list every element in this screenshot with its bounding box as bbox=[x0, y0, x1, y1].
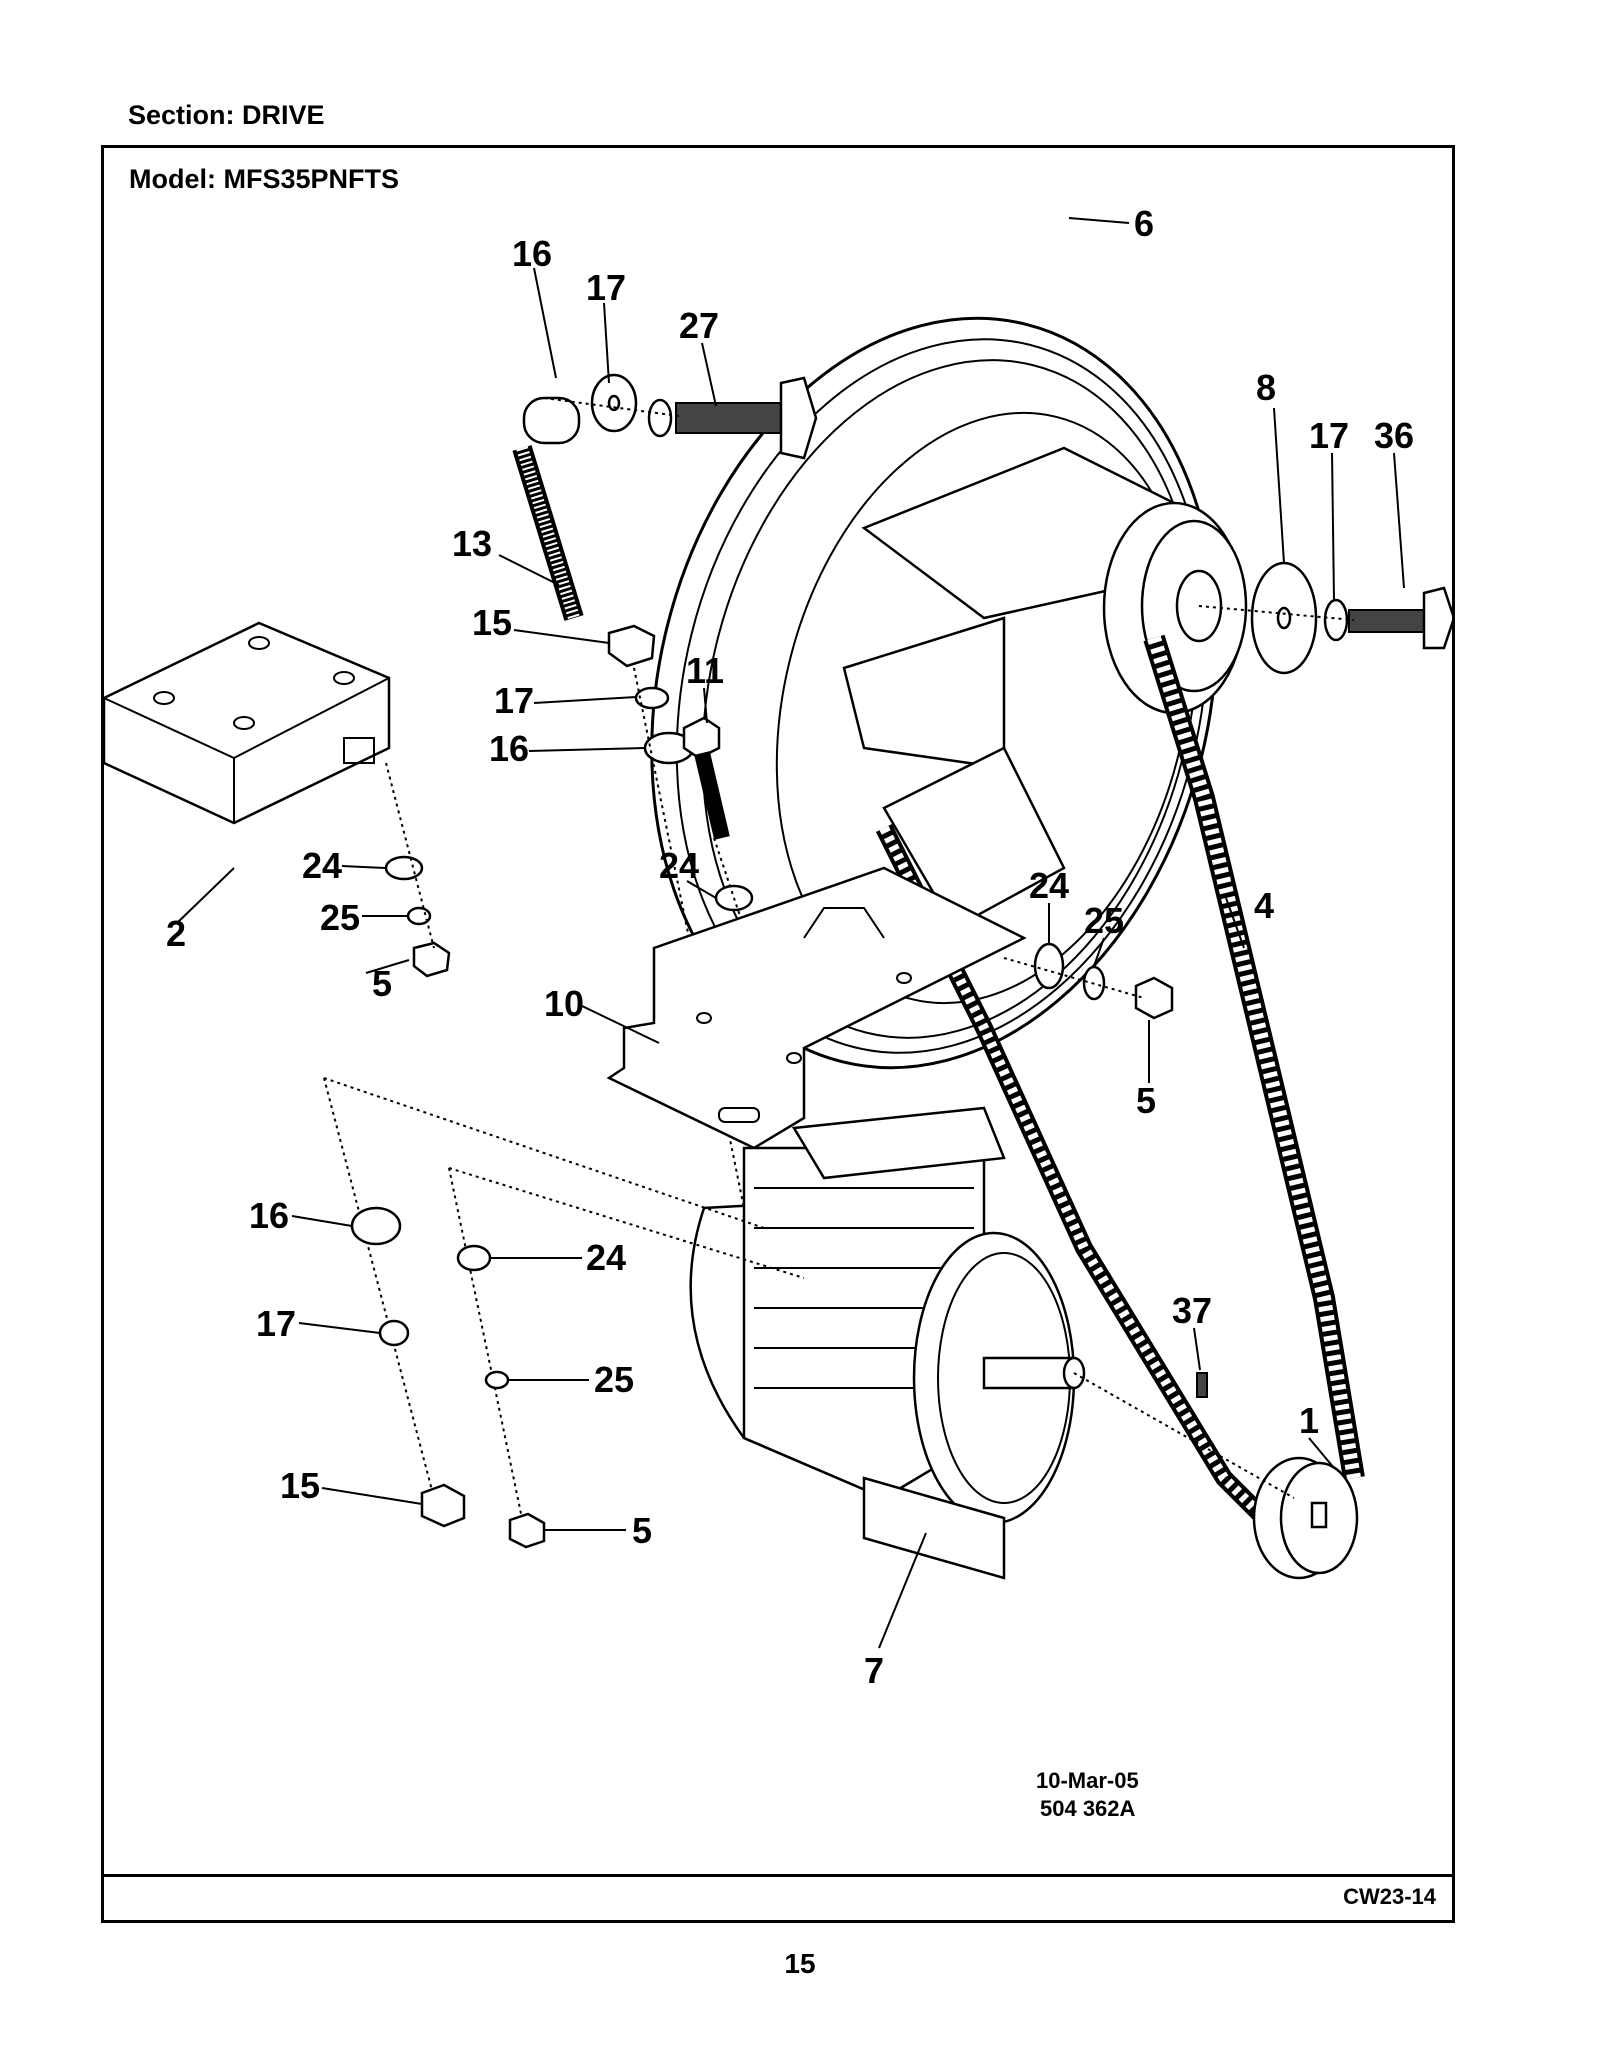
bolt-27 bbox=[675, 376, 818, 460]
small-pulley bbox=[1252, 1456, 1359, 1580]
lockwasher-17-right bbox=[1323, 598, 1349, 642]
callout-36: 36 bbox=[1374, 415, 1414, 456]
callout-25-low: 25 bbox=[594, 1359, 634, 1400]
bolt-11 bbox=[682, 716, 730, 840]
callout-17-right: 17 bbox=[1309, 415, 1349, 456]
nut-5-left bbox=[412, 941, 451, 978]
callout-13: 13 bbox=[452, 523, 492, 564]
callout-37: 37 bbox=[1172, 1290, 1212, 1331]
lockwasher-17-low bbox=[378, 1319, 410, 1347]
callout-5-right: 5 bbox=[1136, 1080, 1156, 1121]
exploded-drive-diagram: 6 16 17 27 8 17 36 13 15 11 17 16 24 2 2… bbox=[104, 203, 1452, 1821]
callout-8: 8 bbox=[1256, 367, 1276, 408]
section-title: Section: DRIVE bbox=[128, 100, 325, 130]
diagram-frame: Model: MFS35PNFTS bbox=[101, 145, 1455, 1923]
cover-2 bbox=[104, 621, 391, 825]
callout-25-left: 25 bbox=[320, 897, 360, 938]
callout-17-low: 17 bbox=[256, 1303, 296, 1344]
callout-10: 10 bbox=[544, 983, 584, 1024]
drawing-date: 10-Mar-05 bbox=[1036, 1768, 1139, 1793]
lockwasher-25-low bbox=[484, 1370, 510, 1390]
callout-5-low: 5 bbox=[632, 1510, 652, 1551]
bolt-36 bbox=[1348, 586, 1452, 650]
callout-24-right: 24 bbox=[1029, 865, 1069, 906]
callout-17-mid: 17 bbox=[494, 680, 534, 721]
washer-24-left bbox=[384, 855, 424, 881]
callout-16-mid: 16 bbox=[489, 728, 529, 769]
model-title: Model: MFS35PNFTS bbox=[129, 164, 400, 194]
callout-24-low: 24 bbox=[586, 1237, 626, 1278]
nut-15-low bbox=[420, 1483, 466, 1528]
eye-bolt-13 bbox=[512, 396, 584, 621]
washer-24-low bbox=[456, 1244, 492, 1272]
callout-1: 1 bbox=[1299, 1400, 1319, 1441]
washer-16-low bbox=[350, 1206, 402, 1246]
callout-16-low: 16 bbox=[249, 1195, 289, 1236]
page-number: 15 bbox=[784, 1948, 816, 1979]
callout-25-right: 25 bbox=[1084, 900, 1124, 941]
callout-11: 11 bbox=[686, 650, 724, 691]
lockwasher-17-top bbox=[647, 398, 673, 438]
motor-7 bbox=[689, 1106, 1086, 1580]
callout-15-low: 15 bbox=[280, 1465, 320, 1506]
callout-labels: 6 16 17 27 8 17 36 13 15 11 17 16 24 2 2… bbox=[166, 203, 1414, 1691]
frame-footer: CW23-14 bbox=[104, 1874, 1452, 1920]
washer-24-right bbox=[1033, 942, 1065, 990]
nut-15-upper bbox=[607, 624, 656, 668]
callout-4: 4 bbox=[1254, 885, 1274, 926]
drawing-number: 504 362A bbox=[1040, 1796, 1136, 1821]
callout-16-top: 16 bbox=[512, 233, 552, 274]
large-pulley bbox=[650, 316, 1248, 1070]
set-screw-37 bbox=[1196, 1372, 1208, 1398]
callout-24-left: 24 bbox=[302, 845, 342, 886]
callout-7: 7 bbox=[864, 1650, 884, 1691]
document-code: CW23-14 bbox=[1343, 1884, 1436, 1909]
leader-lines bbox=[176, 217, 1405, 1649]
nut-5-right bbox=[1134, 976, 1174, 1020]
callout-5-left: 5 bbox=[372, 963, 392, 1004]
callout-27: 27 bbox=[679, 305, 719, 346]
callout-17-top: 17 bbox=[586, 267, 626, 308]
callout-6: 6 bbox=[1134, 203, 1154, 244]
callout-15-upper: 15 bbox=[472, 602, 512, 643]
nut-5-low bbox=[508, 1512, 546, 1549]
callout-2: 2 bbox=[166, 913, 186, 954]
callout-24-mid: 24 bbox=[659, 845, 699, 886]
motor-mount-10 bbox=[606, 866, 1027, 1150]
